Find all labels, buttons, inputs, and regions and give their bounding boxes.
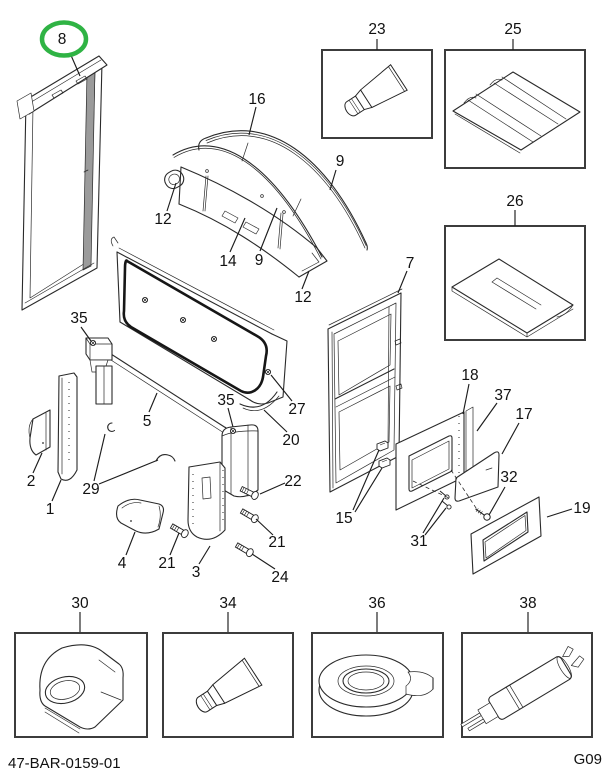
callout-35-left: 35 xyxy=(70,310,87,327)
callout-8: 8 xyxy=(58,31,67,48)
callout-21-left: 21 xyxy=(158,555,175,572)
glass-panel-17 xyxy=(454,451,500,502)
bolt-21-right xyxy=(239,506,261,525)
screws-31 xyxy=(439,490,452,510)
retainer-clips-29 xyxy=(107,422,176,462)
upper-door-seal-panel xyxy=(16,55,108,311)
kit-box-23 xyxy=(321,49,433,139)
callout-22: 22 xyxy=(284,473,301,490)
callout-34: 34 xyxy=(219,595,237,612)
callout-25: 25 xyxy=(504,21,521,38)
kit-box-30 xyxy=(14,632,148,738)
callout-1: 1 xyxy=(46,501,55,518)
bolt-24 xyxy=(234,540,256,559)
flat-pad-icon xyxy=(451,258,574,338)
callout-17: 17 xyxy=(515,406,532,423)
callout-35-center: 35 xyxy=(217,392,234,409)
callout-9-lower: 9 xyxy=(255,252,264,269)
callout-labels: 8 23 25 16 9 12 14 9 12 26 7 35 5 27 20 … xyxy=(27,20,591,612)
filler-strip-1 xyxy=(57,372,78,481)
kit-box-38 xyxy=(460,632,593,738)
callout-21-right: 21 xyxy=(268,534,285,551)
screw-32 xyxy=(475,508,491,521)
callout-37: 37 xyxy=(494,387,511,404)
callout-38: 38 xyxy=(519,595,536,612)
kit-box-34 xyxy=(162,632,294,738)
callout-24: 24 xyxy=(271,569,289,586)
leader-lines xyxy=(32,39,573,632)
callout-5: 5 xyxy=(143,413,152,430)
callout-2: 2 xyxy=(27,473,36,490)
tape-roll-icon xyxy=(318,654,434,717)
bolt-21-left xyxy=(169,521,191,540)
page-code: G09 xyxy=(574,751,602,768)
panel-flange-37 xyxy=(465,406,474,477)
callout-26: 26 xyxy=(506,193,523,210)
figure-number: 47-BAR-0159-01 xyxy=(8,755,121,772)
cartridge-icon xyxy=(460,646,585,732)
callout-4: 4 xyxy=(118,555,127,572)
callout-27: 27 xyxy=(288,401,305,418)
callout-23: 23 xyxy=(368,21,385,38)
kit-box-26 xyxy=(444,225,586,341)
highlight-circle xyxy=(39,20,89,58)
callout-36: 36 xyxy=(368,595,385,612)
callout-18: 18 xyxy=(461,367,478,384)
callout-7: 7 xyxy=(406,255,415,272)
callout-30: 30 xyxy=(71,595,89,612)
header-bow-assembly xyxy=(164,130,368,278)
callout-12-left: 12 xyxy=(154,211,171,228)
callout-15: 15 xyxy=(335,510,352,527)
corner-filler-2 xyxy=(28,409,51,456)
sill-rail-and-bracket xyxy=(85,337,232,434)
callout-20: 20 xyxy=(282,432,300,449)
callout-32: 32 xyxy=(500,469,517,486)
callout-12-right: 12 xyxy=(294,289,311,306)
callout-31: 31 xyxy=(410,533,427,550)
callout-16: 16 xyxy=(248,91,265,108)
callout-3: 3 xyxy=(192,564,201,581)
trim-frame-19 xyxy=(470,496,542,575)
callout-9-upper: 9 xyxy=(336,153,345,170)
vent-duct xyxy=(221,424,259,498)
access-panel-18 xyxy=(395,406,474,511)
corrugated-pad-icon xyxy=(452,71,581,154)
curved-panel-3 xyxy=(187,461,226,540)
callout-19: 19 xyxy=(573,500,590,517)
corner-seal-20 xyxy=(239,391,278,408)
kit-box-36 xyxy=(311,632,444,738)
sliding-window xyxy=(327,288,403,493)
kit-box-25 xyxy=(444,49,586,169)
rear-panel-assembly xyxy=(110,236,288,411)
callout-14: 14 xyxy=(219,253,237,270)
lower-bracket-4 xyxy=(115,498,165,534)
grommet-icon xyxy=(39,644,124,734)
callout-29: 29 xyxy=(82,481,99,498)
